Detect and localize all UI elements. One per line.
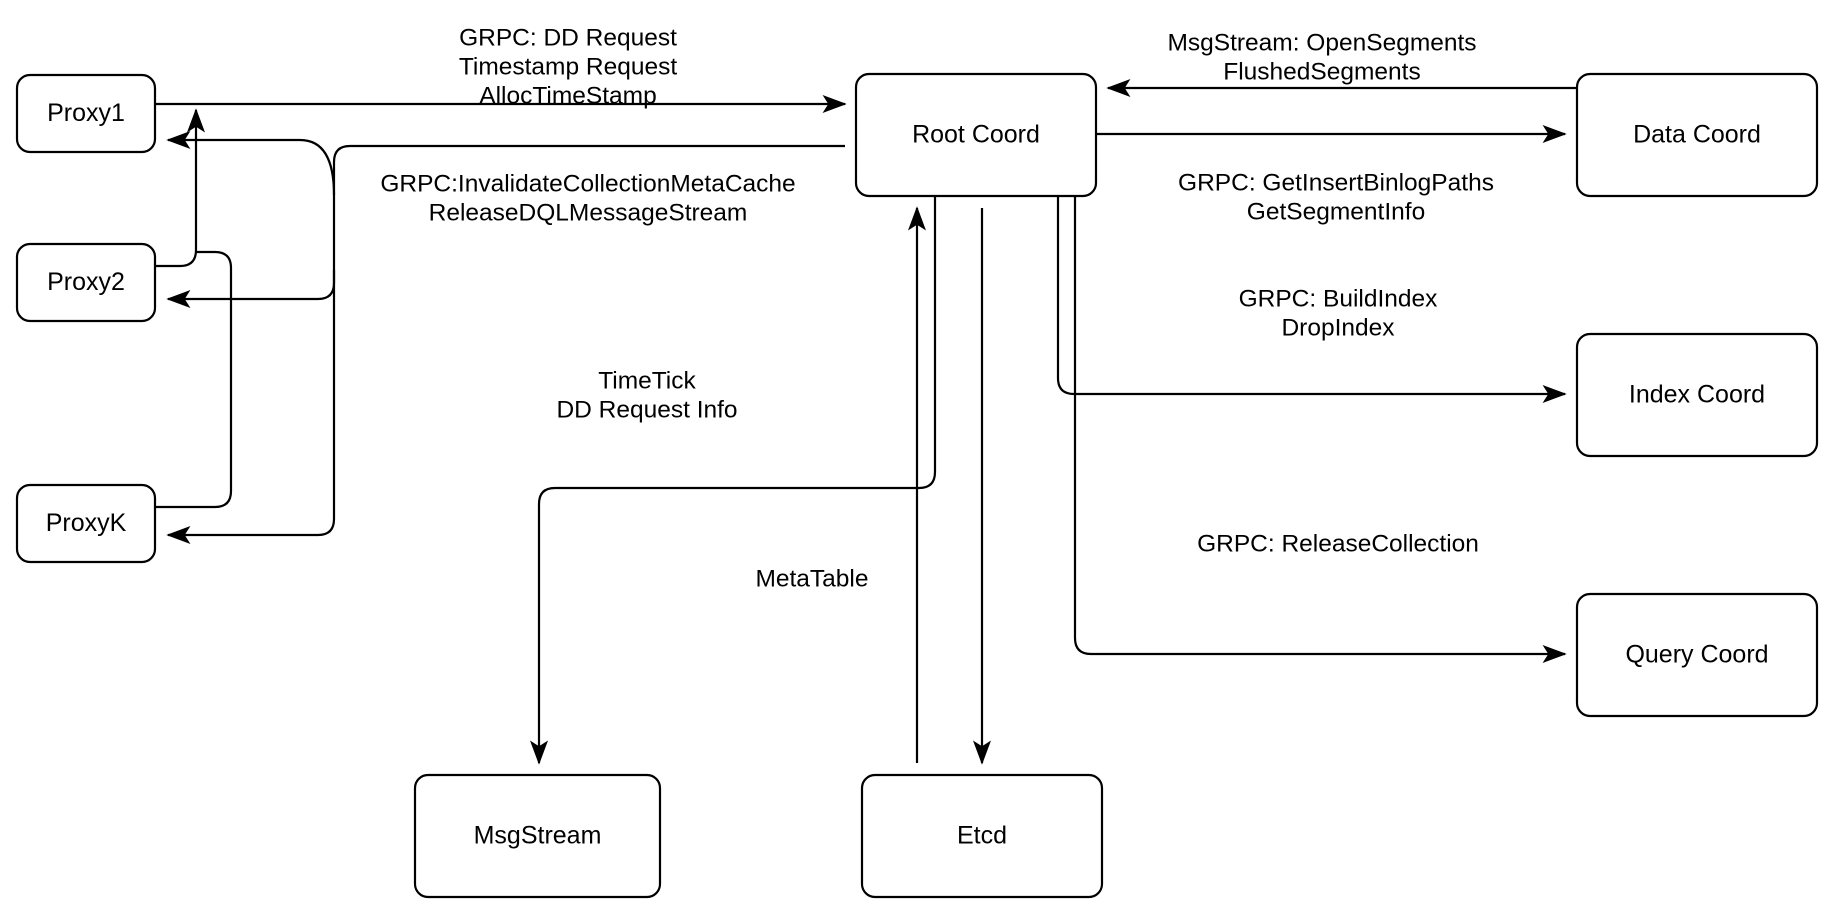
node-datacoord[interactable]: Data Coord bbox=[1575, 72, 1819, 198]
node-box-indexcoord bbox=[1575, 332, 1819, 458]
node-box-proxyk bbox=[15, 483, 157, 564]
edge-label-line: ReleaseDQLMessageStream bbox=[429, 199, 748, 226]
edge-label-line: DropIndex bbox=[1281, 314, 1394, 341]
edges-layer bbox=[155, 78, 1577, 765]
edge-label-line: MsgStream: OpenSegments bbox=[1167, 29, 1476, 56]
node-etcd[interactable]: Etcd bbox=[860, 773, 1104, 899]
edge-label-line: GRPC: ReleaseCollection bbox=[1197, 530, 1479, 557]
node-label-rootcoord: Root Coord bbox=[912, 121, 1040, 149]
edge-label-rootcoord-to-querycoord: GRPC: ReleaseCollection bbox=[1197, 530, 1479, 557]
node-label-datacoord: Data Coord bbox=[1633, 121, 1761, 149]
edge-label-line: MetaTable bbox=[755, 565, 868, 592]
node-label-proxy1: Proxy1 bbox=[47, 99, 125, 127]
edge-label-rootcoord-etcd: MetaTable bbox=[755, 565, 868, 592]
edge-label-line: FlushedSegments bbox=[1223, 58, 1420, 85]
edge-trunk-to-proxy1 bbox=[166, 130, 336, 196]
node-box-querycoord bbox=[1575, 592, 1819, 718]
node-querycoord[interactable]: Query Coord bbox=[1575, 592, 1819, 718]
edge-rootcoord-to-msgstream-e bbox=[529, 196, 937, 765]
node-label-indexcoord: Index Coord bbox=[1629, 381, 1765, 409]
node-box-proxy1 bbox=[15, 73, 157, 154]
edge-label-line: GRPC: BuildIndex bbox=[1239, 285, 1438, 312]
node-proxy2[interactable]: Proxy2 bbox=[15, 242, 157, 323]
node-label-proxy2: Proxy2 bbox=[47, 268, 125, 296]
edge-label-line: TimeTick bbox=[598, 367, 696, 394]
edge-label-line: Timestamp Request bbox=[459, 53, 678, 80]
node-box-rootcoord bbox=[854, 72, 1098, 198]
node-rootcoord[interactable]: Root Coord bbox=[854, 72, 1098, 198]
edge-rootcoord-to-querycoord-e bbox=[1073, 196, 1567, 664]
node-box-etcd bbox=[860, 773, 1104, 899]
node-label-etcd: Etcd bbox=[957, 822, 1007, 850]
edge-label-line: GRPC: GetInsertBinlogPaths bbox=[1178, 169, 1494, 196]
edge-label-rootcoord-to-proxy: GRPC:InvalidateCollectionMetaCacheReleas… bbox=[380, 170, 795, 226]
node-label-querycoord: Query Coord bbox=[1625, 641, 1768, 669]
edge-label-line: GetSegmentInfo bbox=[1247, 198, 1425, 225]
node-box-msgstream bbox=[413, 773, 662, 899]
edge-label-line: GRPC:InvalidateCollectionMetaCache bbox=[380, 170, 795, 197]
edge-proxyk-to-trunk bbox=[155, 250, 233, 509]
node-label-proxyk: ProxyK bbox=[46, 509, 127, 537]
node-label-msgstream: MsgStream bbox=[474, 822, 602, 850]
edge-label-line: GRPC: DD Request bbox=[459, 24, 677, 51]
node-indexcoord[interactable]: Index Coord bbox=[1575, 332, 1819, 458]
edge-trunk-to-proxy2 bbox=[166, 270, 336, 309]
edge-label-line: DD Request Info bbox=[556, 396, 737, 423]
edge-proxy2-to-trunk bbox=[155, 108, 206, 268]
node-proxy1[interactable]: Proxy1 bbox=[15, 73, 157, 154]
node-proxyk[interactable]: ProxyK bbox=[15, 483, 157, 564]
node-msgstream[interactable]: MsgStream bbox=[413, 773, 662, 899]
node-box-proxy2 bbox=[15, 242, 157, 323]
edge-label-line: AllocTimeStamp bbox=[479, 82, 656, 109]
node-box-datacoord bbox=[1575, 72, 1819, 198]
edge-rootcoord-to-proxy-trunk bbox=[166, 144, 845, 545]
